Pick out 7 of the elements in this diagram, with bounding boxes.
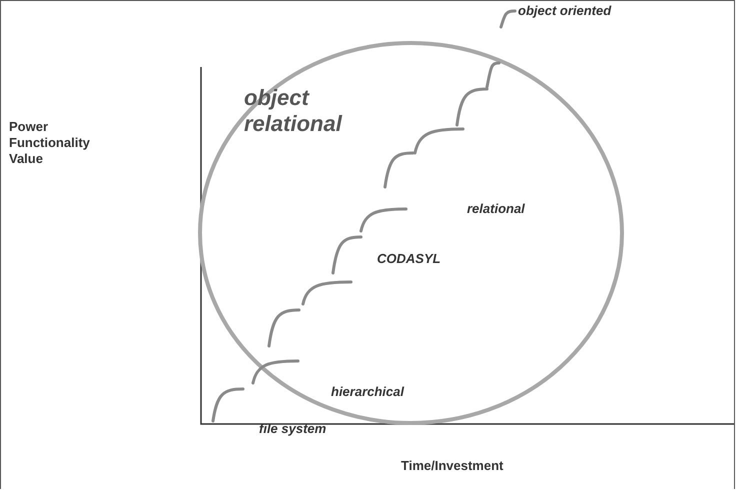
curve-label: object relational — [244, 85, 344, 137]
curve-label: object oriented — [518, 3, 612, 19]
curve-label: relational — [467, 201, 526, 217]
axis-label: Time/Investment — [401, 458, 504, 474]
curve-label: hierarchical — [331, 384, 406, 400]
curve-label: CODASYL — [377, 251, 442, 267]
axis-label: Power Functionality Value — [9, 119, 91, 167]
